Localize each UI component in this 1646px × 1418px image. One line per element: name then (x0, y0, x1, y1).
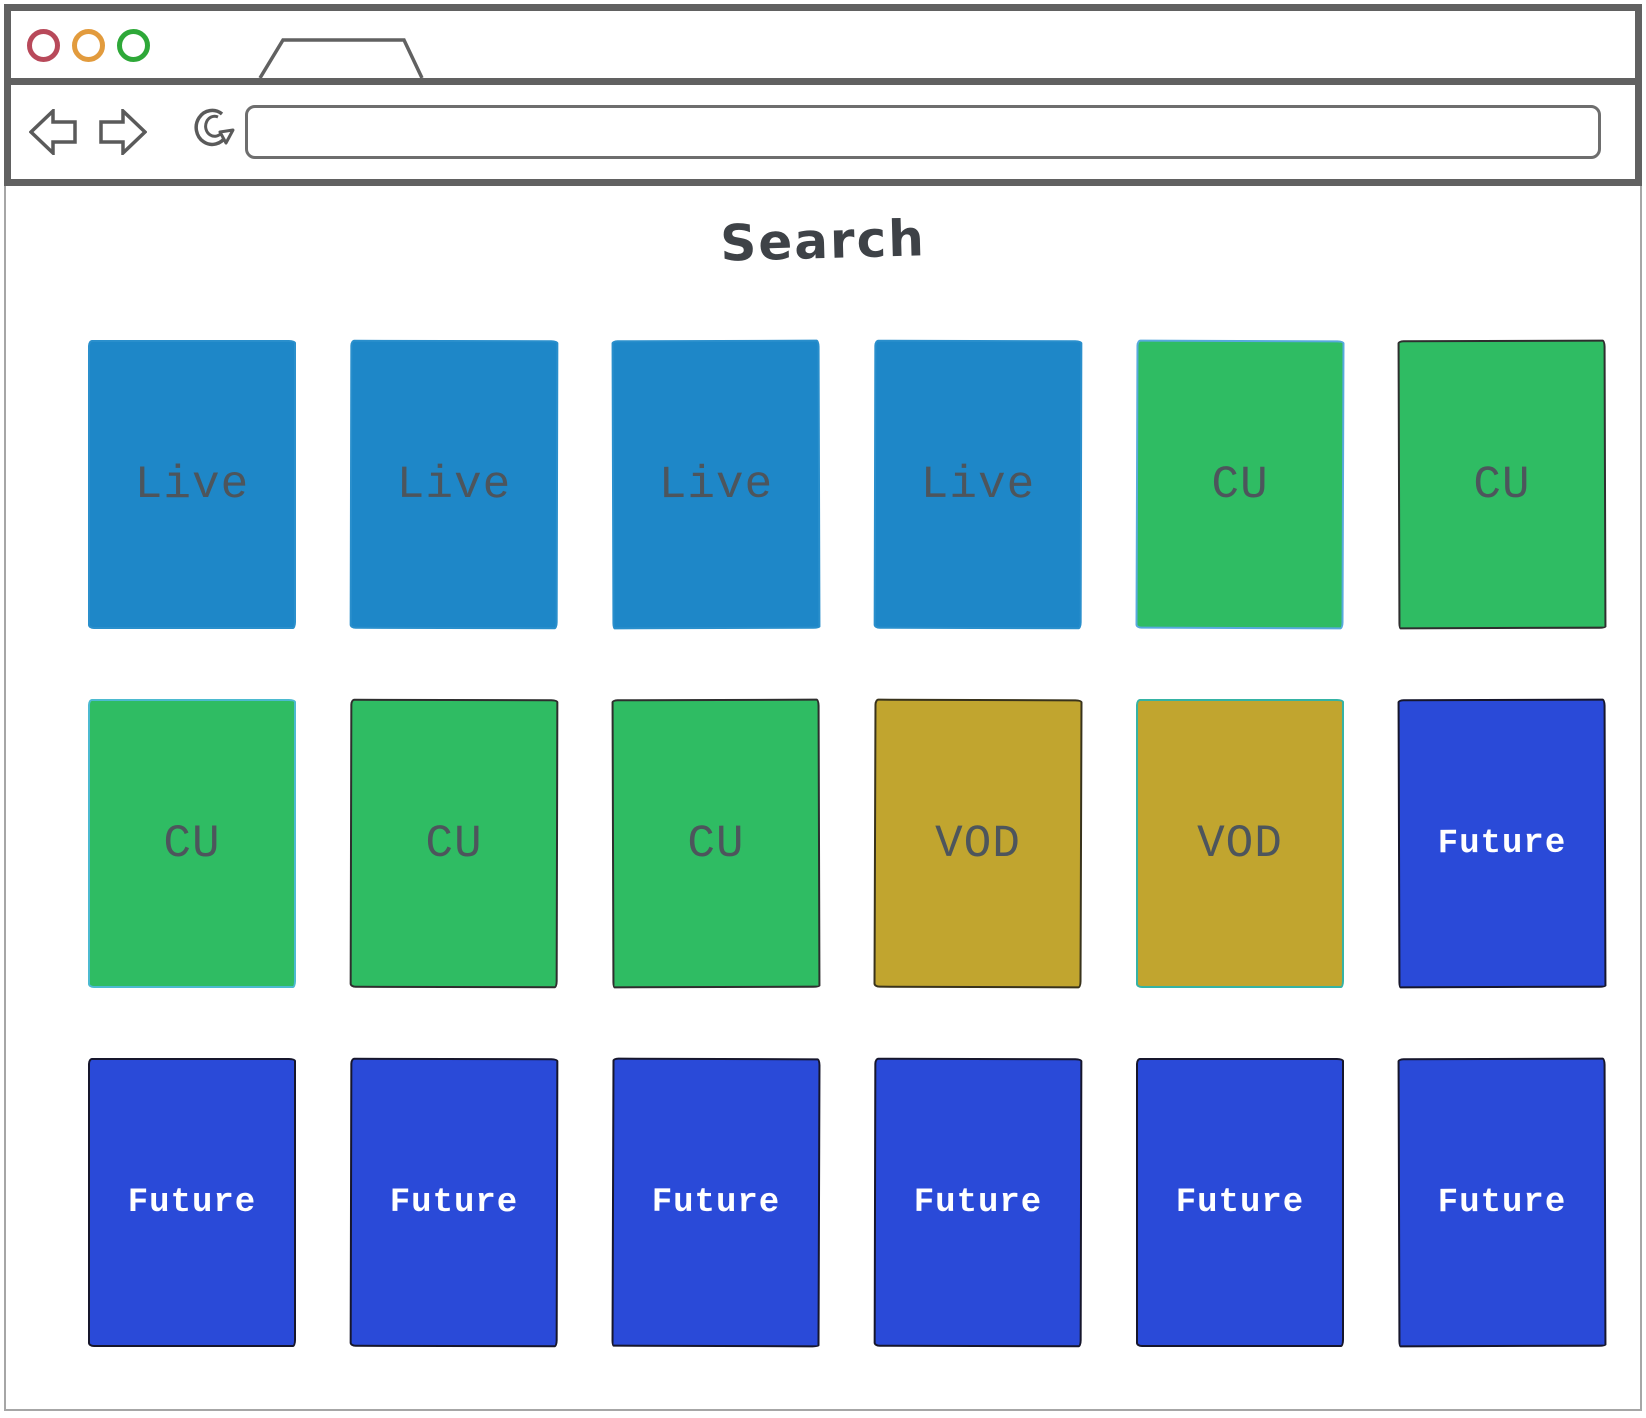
page-title: Search (719, 209, 927, 273)
card-label: Future (913, 1183, 1043, 1222)
card-label: Live (920, 458, 1036, 511)
content-card-cu[interactable]: CU (611, 698, 821, 989)
content-card-cu[interactable]: CU (349, 698, 559, 989)
content-card-future[interactable]: Future (88, 1058, 296, 1347)
card-grid: Live Live Live Live CU CU CU CU CU VOD V… (88, 339, 1607, 1348)
card-label: Future (389, 1183, 519, 1222)
content-card-vod[interactable]: VOD (1136, 699, 1344, 988)
card-label: VOD (934, 817, 1021, 870)
content-card-live[interactable]: Live (873, 339, 1083, 630)
card-label: Future (1437, 824, 1567, 863)
card-label: Live (396, 458, 512, 511)
card-label: Future (651, 1183, 781, 1222)
card-label: Future (127, 1183, 257, 1222)
card-label: Future (1175, 1183, 1305, 1222)
card-label: CU (1211, 458, 1269, 511)
card-label: Future (1437, 1183, 1567, 1222)
card-label: Live (658, 458, 774, 511)
content-card-future[interactable]: Future (1397, 698, 1607, 989)
minimize-window-icon[interactable] (72, 29, 105, 62)
content-card-live[interactable]: Live (349, 339, 559, 630)
window-controls (27, 29, 150, 62)
page-content: Search Live Live Live Live CU CU CU CU C… (4, 186, 1642, 1411)
content-card-cu[interactable]: CU (1397, 339, 1607, 630)
content-card-future[interactable]: Future (873, 1057, 1083, 1348)
card-label: Live (134, 458, 250, 511)
browser-window (4, 4, 1642, 186)
back-arrow-icon[interactable] (29, 109, 77, 155)
url-input[interactable] (245, 105, 1601, 159)
reload-icon[interactable] (189, 105, 235, 159)
browser-toolbar (11, 85, 1635, 179)
content-card-live[interactable]: Live (611, 339, 821, 630)
content-card-future[interactable]: Future (1136, 1058, 1344, 1347)
content-card-future[interactable]: Future (611, 1057, 821, 1348)
close-window-icon[interactable] (27, 29, 60, 62)
card-label: VOD (1197, 817, 1283, 870)
content-card-cu[interactable]: CU (1135, 339, 1345, 630)
browser-tab[interactable] (258, 38, 424, 78)
content-card-future[interactable]: Future (349, 1057, 559, 1348)
card-label: CU (1473, 458, 1531, 511)
card-label: CU (425, 817, 483, 870)
card-label: CU (163, 817, 221, 870)
content-card-cu[interactable]: CU (88, 699, 296, 988)
content-card-future[interactable]: Future (1397, 1057, 1607, 1348)
maximize-window-icon[interactable] (117, 29, 150, 62)
forward-arrow-icon[interactable] (95, 109, 147, 155)
browser-titlebar (11, 11, 1635, 85)
content-card-live[interactable]: Live (88, 340, 296, 629)
card-label: CU (687, 817, 745, 870)
content-card-vod[interactable]: VOD (873, 698, 1083, 989)
